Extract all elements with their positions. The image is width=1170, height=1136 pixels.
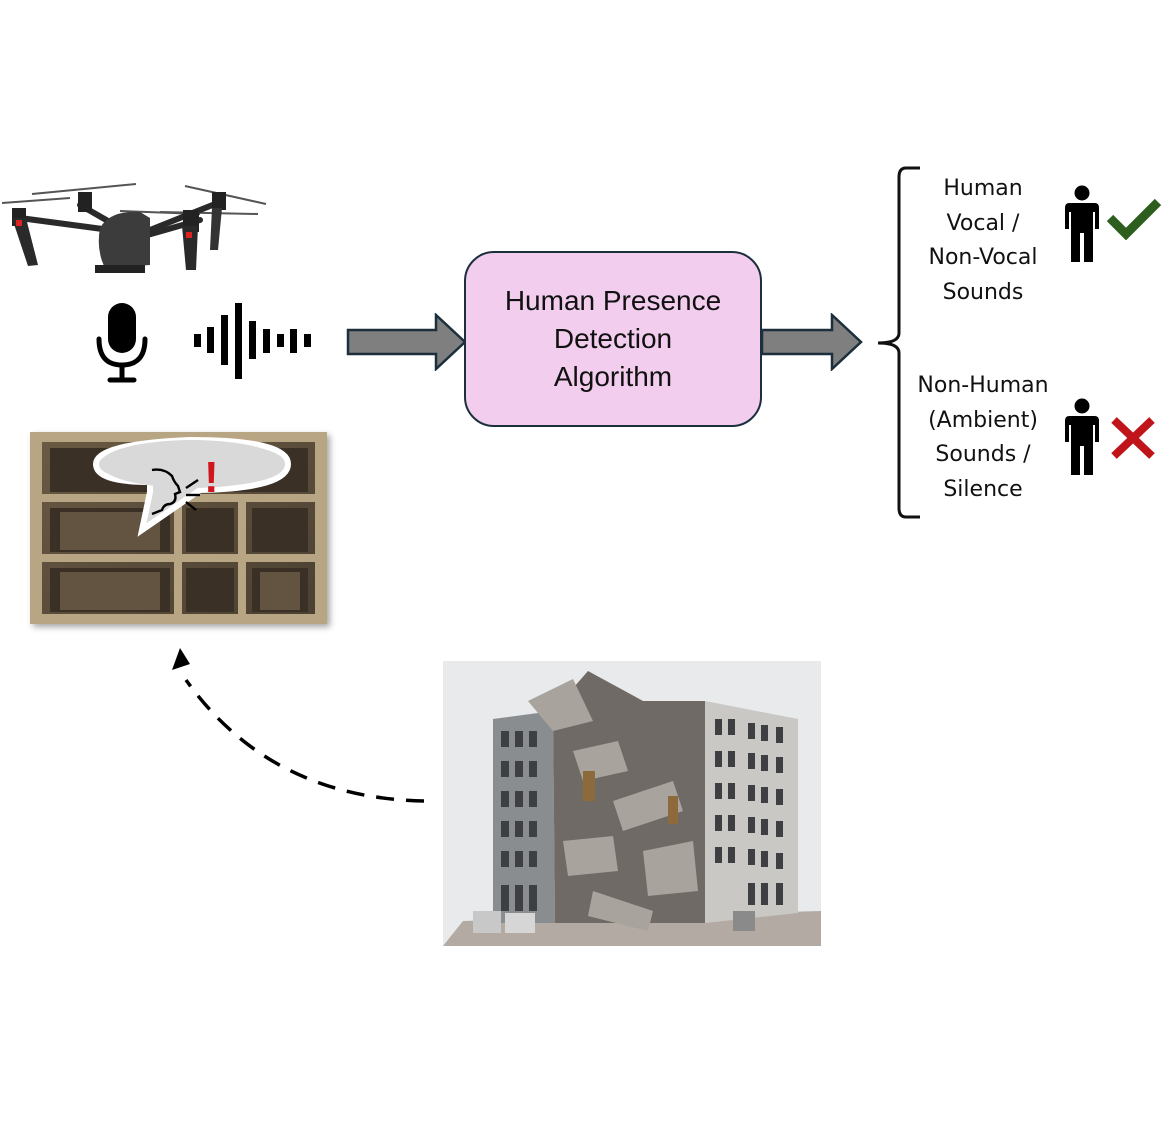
output-1-line-3: Non-Vocal bbox=[928, 245, 1038, 270]
checkmark-icon bbox=[1106, 196, 1162, 241]
microphone-icon bbox=[96, 303, 148, 383]
exclamation-mark: ! bbox=[204, 453, 219, 502]
output-arrow bbox=[760, 312, 864, 372]
detection-algorithm-box: Human Presence Detection Algorithm bbox=[464, 251, 762, 427]
collapsed-building-image bbox=[443, 661, 821, 946]
cross-icon bbox=[1110, 416, 1156, 460]
dashed-return-arrow bbox=[160, 640, 430, 810]
algorithm-label-line-3: Algorithm bbox=[553, 361, 673, 392]
algorithm-label-line-1: Human Presence bbox=[504, 285, 722, 316]
input-arrow bbox=[346, 312, 468, 372]
speaking-head-icon bbox=[150, 468, 208, 516]
person-icon bbox=[1063, 185, 1101, 263]
output-2-line-1: Non-Human bbox=[917, 373, 1049, 398]
output-2-line-2: (Ambient) bbox=[928, 407, 1038, 433]
output-1-line-2: Vocal / bbox=[946, 210, 1020, 236]
sound-wave-icon bbox=[193, 303, 311, 379]
algorithm-label-line-2: Detection bbox=[553, 323, 673, 354]
output-label-non-human: Non-Human (Ambient) Sounds / Silence bbox=[903, 369, 1063, 507]
collapsed-building-interior-image: ! bbox=[30, 432, 327, 624]
output-brace bbox=[874, 165, 924, 521]
output-label-human: Human Vocal / Non-Vocal Sounds bbox=[903, 172, 1063, 310]
output-2-line-4: Silence bbox=[943, 476, 1023, 502]
output-2-line-3: Sounds / bbox=[935, 442, 1031, 467]
output-1-line-1: Human bbox=[943, 176, 1023, 201]
drone-image bbox=[0, 170, 270, 275]
person-icon bbox=[1063, 398, 1101, 476]
output-1-line-4: Sounds bbox=[942, 279, 1024, 305]
